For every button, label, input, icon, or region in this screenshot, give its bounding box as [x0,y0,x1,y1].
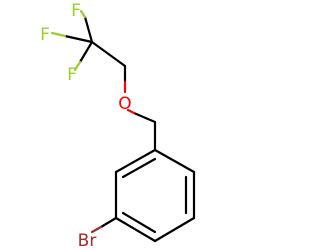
bond-o-ch2-lower [132,111,157,124]
bond-c-f-left [63,34,94,44]
fluorine-atom-bottom: F [67,65,77,85]
oxygen-atom: O [118,94,131,114]
ring-bond-4 [114,216,157,243]
bond-f-left-segment [50,31,67,38]
ring-bond-3 [153,216,196,243]
bond-f-bottom-segment [73,60,82,72]
hetero-bond-segments [50,9,136,234]
bond-cf3-ch2 [90,40,127,68]
bonds [63,15,196,243]
molecule-structure: F F F O Br [40,1,196,250]
bond-ring-br-upper [99,216,118,229]
ring-bond-1 [153,148,196,174]
bond-br-segment [90,225,103,234]
bond-f-top-segment [79,9,87,19]
atom-labels: F F F O Br [40,1,132,250]
ring-double-bond-1 [121,157,157,179]
bond-c-f-top [83,15,94,44]
fluorine-atom-left: F [40,25,50,45]
bond-o-lower-segment [126,108,136,115]
bond-c-f-bottom [78,40,94,64]
ring-double-bond-3 [121,211,157,234]
fluorine-atom-top: F [71,1,81,21]
bromine-atom: Br [78,231,97,250]
ring-bond-6 [114,148,157,174]
